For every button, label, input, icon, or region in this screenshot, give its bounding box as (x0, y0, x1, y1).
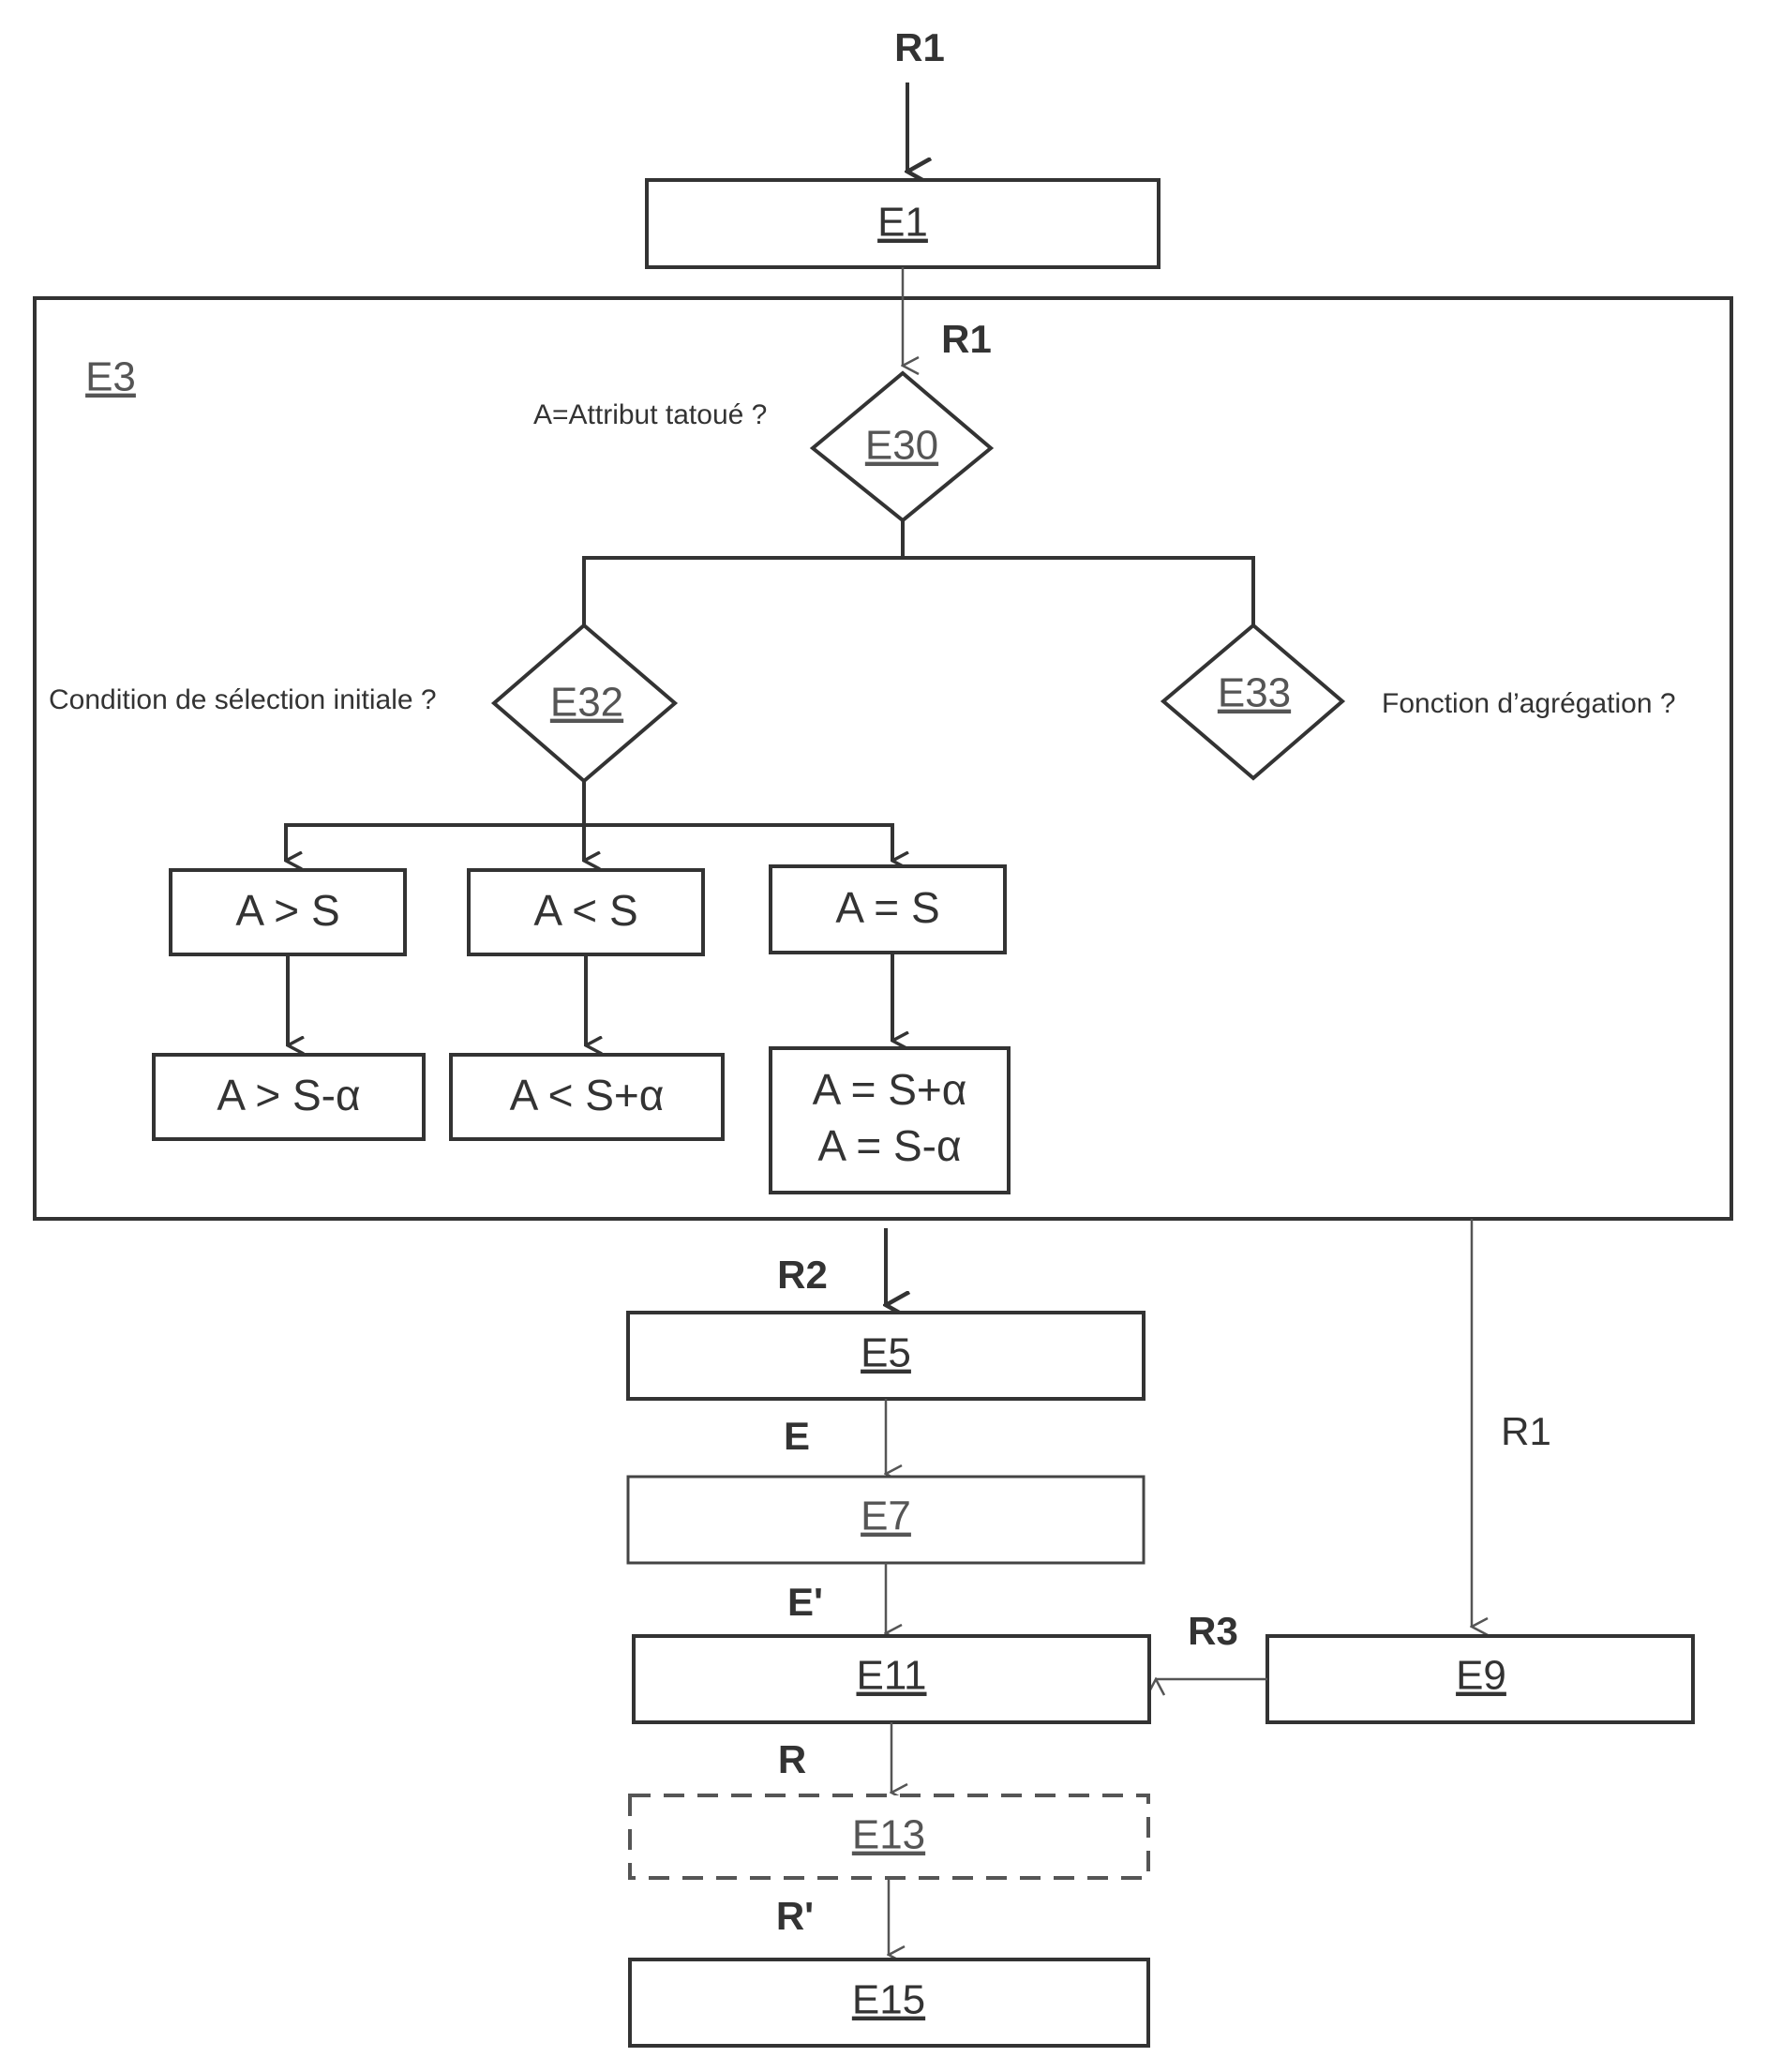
flow-label-e-prime: E' (787, 1580, 823, 1624)
step-e9: E9 (1265, 1634, 1695, 1724)
condition-gt-alpha: A > S-α (217, 1071, 360, 1119)
step-e7: E7 (626, 1475, 1146, 1565)
question-e32: Condition de sélection initiale ? (49, 684, 437, 715)
flow-label-r1-top: R1 (894, 25, 945, 69)
connector-e30-to-e32 (582, 520, 905, 625)
condition-eq-box: A = S (769, 864, 1007, 954)
condition-eq: A = S (835, 883, 939, 932)
condition-lt: A < S (533, 886, 637, 935)
decision-e30: E30 (809, 370, 995, 523)
step-e5: E5 (626, 1311, 1146, 1401)
decision-e33-label: E33 (1218, 670, 1291, 716)
step-e13: E13 (628, 1794, 1150, 1880)
step-e9-label: E9 (1456, 1653, 1506, 1699)
step-e3-label: E3 (85, 354, 136, 400)
step-e15-label: E15 (852, 1977, 925, 2023)
condition-eq-alpha-minus: A = S-α (817, 1121, 961, 1170)
question-e30: A=Attribut tatoué ? (533, 399, 767, 430)
step-e1-label: E1 (877, 200, 928, 246)
question-e33: Fonction d’agrégation ? (1382, 688, 1676, 719)
step-e11-label: E11 (856, 1653, 926, 1699)
condition-gt: A > S (235, 886, 339, 935)
arrow-e32-to-eq (584, 823, 892, 861)
condition-eq-alpha-box: A = S+α A = S-α (769, 1046, 1011, 1194)
condition-lt-alpha-box: A < S+α (449, 1053, 725, 1141)
arrow-e32-to-gt (284, 781, 586, 861)
flow-label-r2: R2 (777, 1253, 828, 1297)
step-e7-label: E7 (861, 1494, 911, 1539)
decision-e32-label: E32 (550, 680, 623, 726)
condition-gt-box: A > S (169, 868, 407, 956)
decision-e33: E33 (1160, 623, 1346, 781)
condition-eq-alpha-plus: A = S+α (813, 1065, 967, 1114)
flow-label-r3: R3 (1188, 1609, 1238, 1653)
step-e1: E1 (645, 178, 1161, 269)
decision-e30-label: E30 (865, 423, 938, 469)
step-e11: E11 (632, 1634, 1151, 1724)
flow-label-r1-side: R1 (1501, 1409, 1551, 1453)
flow-label-r1-inner: R1 (941, 317, 992, 361)
step-e15: E15 (628, 1958, 1150, 2048)
step-e13-label: E13 (852, 1812, 925, 1858)
flow-label-r-prime: R' (776, 1894, 814, 1938)
flow-label-r: R (778, 1737, 806, 1781)
step-e3-container: E3 (33, 296, 1733, 1221)
condition-lt-box: A < S (467, 868, 705, 956)
condition-lt-alpha: A < S+α (510, 1071, 665, 1119)
step-e5-label: E5 (861, 1330, 911, 1376)
connector-e30-to-e33 (903, 556, 1255, 625)
decision-e32: E32 (490, 623, 679, 784)
flow-label-e: E (784, 1414, 810, 1458)
condition-gt-alpha-box: A > S-α (152, 1053, 426, 1141)
